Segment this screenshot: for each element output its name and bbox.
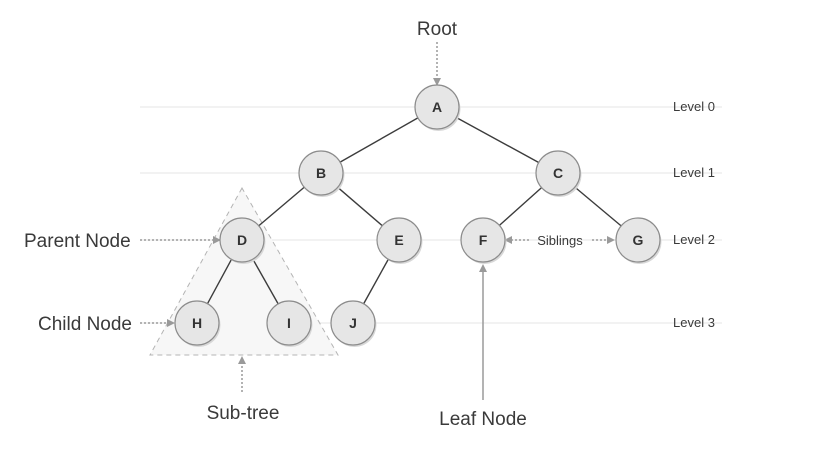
node-f: F bbox=[460, 217, 507, 264]
node-circle bbox=[376, 217, 422, 263]
node-g: G bbox=[615, 217, 662, 264]
node-label: A bbox=[432, 99, 442, 115]
node-label: C bbox=[553, 165, 563, 181]
node-circle bbox=[330, 300, 376, 346]
edge-e-j bbox=[363, 258, 389, 305]
node-label: G bbox=[633, 232, 644, 248]
leaf-node-label: Leaf Node bbox=[439, 409, 527, 430]
level-labels: Level 0 Level 1 Level 2 Level 3 bbox=[673, 99, 715, 330]
node-label: I bbox=[287, 315, 291, 331]
node-circle bbox=[460, 217, 506, 263]
node-a: A bbox=[414, 84, 461, 131]
edge-a-b bbox=[339, 117, 419, 163]
edge-c-f bbox=[498, 187, 543, 226]
edge-a-c bbox=[455, 116, 540, 164]
node-circle bbox=[414, 84, 460, 130]
node-j: J bbox=[330, 300, 377, 347]
node-label: D bbox=[237, 232, 247, 248]
sub-tree-label: Sub-tree bbox=[207, 403, 280, 424]
edge-d-h bbox=[206, 259, 233, 304]
node-c: C bbox=[535, 150, 582, 197]
node-e: E bbox=[376, 217, 423, 264]
node-circle bbox=[174, 300, 220, 346]
node-label: H bbox=[192, 315, 202, 331]
siblings-label: Siblings bbox=[537, 233, 583, 248]
node-d: D bbox=[219, 217, 266, 264]
edge-b-d bbox=[258, 186, 305, 227]
level-label: Level 2 bbox=[673, 232, 715, 247]
node-circle bbox=[219, 217, 265, 263]
root-label: Root bbox=[417, 19, 458, 40]
node-b: B bbox=[298, 150, 345, 197]
node-label: F bbox=[479, 232, 488, 248]
parent-node-label: Parent Node bbox=[24, 231, 131, 252]
edge-b-e bbox=[337, 186, 383, 227]
node-i: I bbox=[266, 300, 313, 347]
edge-d-i bbox=[252, 258, 279, 305]
node-label: J bbox=[349, 315, 357, 331]
node-label: B bbox=[316, 165, 326, 181]
node-circle bbox=[615, 217, 661, 263]
node-circle bbox=[266, 300, 312, 346]
node-circle bbox=[535, 150, 581, 196]
edge-c-g bbox=[574, 186, 622, 227]
node-h: H bbox=[174, 300, 221, 347]
level-label: Level 1 bbox=[673, 165, 715, 180]
tree-nodes: A B C D E F G H I J bbox=[174, 84, 662, 347]
node-label: E bbox=[394, 232, 403, 248]
level-label: Level 3 bbox=[673, 315, 715, 330]
node-circle bbox=[298, 150, 344, 196]
level-label: Level 0 bbox=[673, 99, 715, 114]
callout-arrows bbox=[140, 42, 615, 392]
tree-edges bbox=[206, 116, 622, 305]
child-node-label: Child Node bbox=[38, 314, 132, 335]
